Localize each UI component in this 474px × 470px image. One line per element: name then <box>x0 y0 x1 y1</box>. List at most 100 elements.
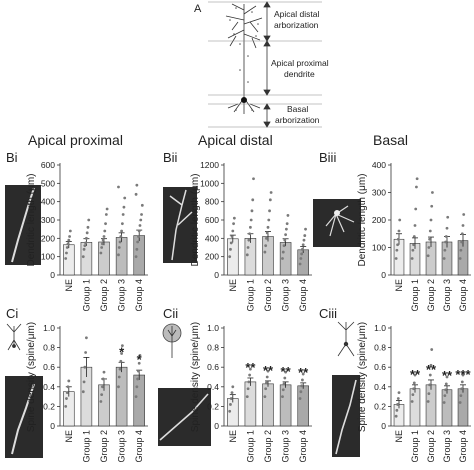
data-point <box>428 237 431 241</box>
y-tick-label: 0 <box>50 421 55 431</box>
significance-marker: ** <box>298 365 309 380</box>
data-point <box>64 257 68 260</box>
data-point <box>282 382 286 386</box>
data-point <box>81 390 85 394</box>
data-point <box>65 391 69 395</box>
data-point <box>414 207 418 211</box>
data-point <box>265 236 268 240</box>
significance-marker: ** <box>263 363 274 378</box>
significance-marker: *** <box>455 367 471 382</box>
data-point <box>231 229 235 233</box>
data-point <box>460 387 463 391</box>
panel-letter: Bi <box>6 150 18 165</box>
data-point <box>445 375 449 379</box>
data-point <box>394 414 398 418</box>
data-point <box>460 380 464 384</box>
data-point <box>83 365 87 369</box>
data-point <box>139 218 143 222</box>
data-point <box>394 257 398 260</box>
data-point <box>285 222 289 226</box>
data-point <box>411 248 415 252</box>
dendrite-biii <box>325 205 355 237</box>
dendrite-ciii <box>335 379 357 455</box>
x-tick-label: Group 1 <box>245 279 255 312</box>
data-point <box>446 215 450 219</box>
y-tick-label: 0.4 <box>374 382 386 392</box>
y-axis-label: Spine density (spine/μm) <box>357 322 368 432</box>
region-label-basal-2: arborization <box>275 115 320 125</box>
x-tick-label: Group 4 <box>298 430 308 463</box>
y-tick-label: 1.0 <box>43 323 55 333</box>
data-point <box>301 243 305 247</box>
panel-letter: Ciii <box>319 306 337 321</box>
data-point <box>412 243 415 247</box>
data-point <box>120 222 124 226</box>
data-point <box>105 207 109 211</box>
data-point <box>229 241 233 245</box>
bar <box>63 391 75 427</box>
data-point <box>137 235 140 238</box>
data-point <box>413 373 417 377</box>
y-tick-label: 0 <box>50 270 55 280</box>
x-tick-label: Group 4 <box>134 430 144 463</box>
data-point <box>135 247 139 251</box>
data-point <box>410 400 414 403</box>
data-point <box>426 400 430 403</box>
data-point <box>302 238 306 242</box>
neuron-apical-proximal-icon <box>6 323 22 351</box>
data-point <box>398 218 402 222</box>
data-point <box>99 400 103 403</box>
y-tick-label: 0.6 <box>43 362 55 372</box>
x-tick-label: Group 2 <box>426 279 436 312</box>
data-point <box>135 385 139 389</box>
data-point <box>427 392 431 396</box>
data-point <box>245 253 249 257</box>
data-point <box>136 240 140 244</box>
y-tick-label: 0.4 <box>43 382 55 392</box>
data-point <box>99 251 103 255</box>
data-point <box>265 381 268 385</box>
x-tick-label: Group 2 <box>426 430 436 463</box>
data-point <box>395 248 399 252</box>
data-point <box>101 238 105 242</box>
data-point <box>101 385 104 389</box>
data-point <box>281 388 285 392</box>
panel-a-letter: A <box>194 3 202 15</box>
y-axis-label: Dendritic length (μm) <box>190 173 201 266</box>
data-point <box>140 213 143 216</box>
soma-biii <box>334 210 340 216</box>
significance-marker: * <box>137 352 143 367</box>
y-tick-label: 800 <box>205 197 219 207</box>
data-point <box>445 226 449 230</box>
data-point <box>230 235 234 238</box>
dendrite-cii <box>159 393 209 441</box>
y-tick-label: 300 <box>41 215 55 225</box>
data-point <box>397 229 401 233</box>
significance-marker: ** <box>442 368 453 383</box>
y-tick-label: 0.8 <box>43 343 55 353</box>
data-point <box>104 222 107 226</box>
data-point <box>267 218 271 222</box>
data-point <box>284 370 287 374</box>
y-tick-label: 100 <box>372 243 386 253</box>
data-point <box>137 369 140 373</box>
data-point <box>229 397 233 400</box>
y-axis-label: Spine density (spine/μm) <box>26 322 37 432</box>
data-point <box>140 203 144 207</box>
data-point <box>135 183 139 187</box>
data-point <box>428 229 432 233</box>
data-point <box>460 232 464 236</box>
data-point <box>229 403 232 406</box>
data-point <box>230 391 234 395</box>
x-tick-label: Group 2 <box>99 279 109 312</box>
data-point <box>444 382 448 386</box>
data-point <box>412 235 416 238</box>
y-tick-label: 0.8 <box>207 343 219 353</box>
data-point <box>264 244 268 248</box>
data-point <box>84 241 88 245</box>
data-point <box>228 255 232 259</box>
x-tick-label: Group 2 <box>263 279 273 312</box>
x-tick-label: Group 3 <box>117 279 127 312</box>
